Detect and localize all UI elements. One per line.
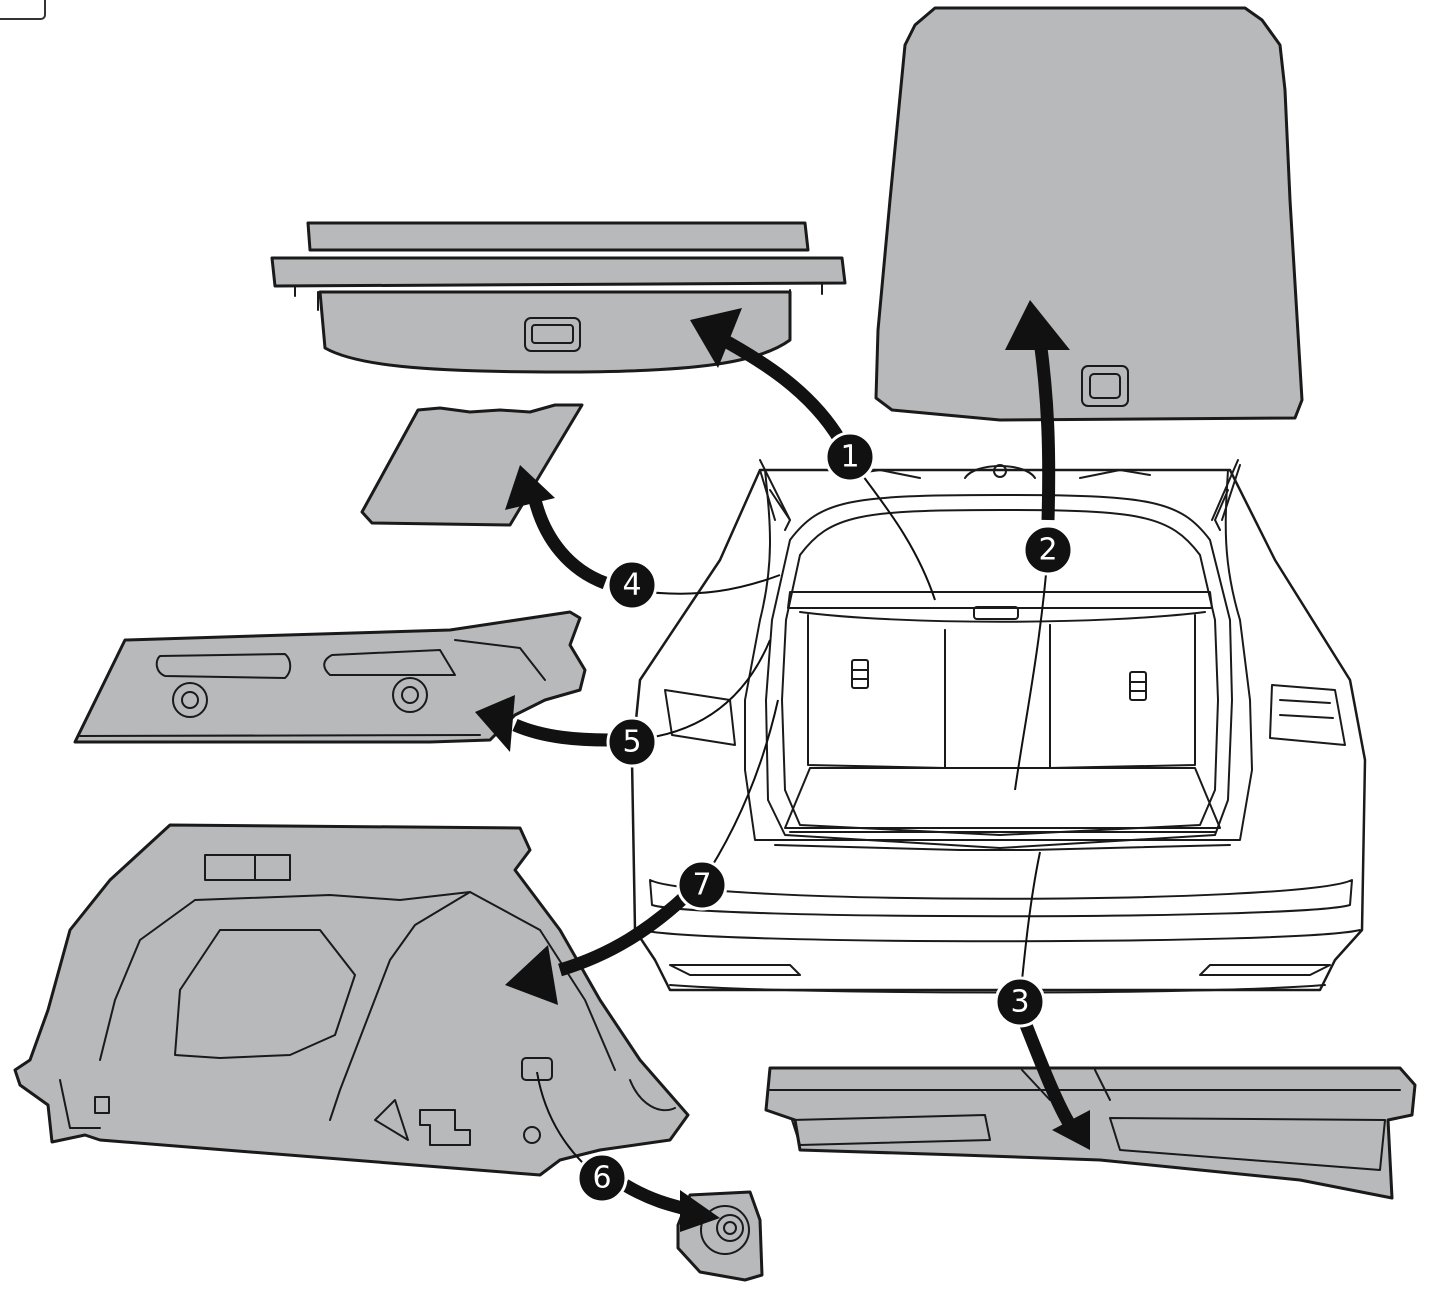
removal-arrows [475, 300, 1090, 1232]
callout-1: 1 [824, 431, 876, 483]
callout-5: 5 [606, 716, 658, 768]
callout-6-label: 6 [592, 1161, 611, 1196]
callout-3: 3 [994, 976, 1046, 1028]
callout-6: 6 [576, 1152, 628, 1204]
corner-frame-mark [0, 0, 46, 20]
callout-5-label: 5 [622, 725, 641, 760]
floor-cover-part [874, 6, 1304, 422]
vehicle-rear-view [630, 459, 1367, 994]
sill-trim-part [764, 1066, 1417, 1200]
pillar-trim-part [360, 403, 584, 527]
callout-1-label: 1 [840, 440, 859, 475]
luggage-cover-part [270, 221, 847, 374]
callout-7-label: 7 [692, 868, 711, 903]
callout-4-label: 4 [622, 568, 641, 603]
callout-2-label: 2 [1038, 533, 1057, 568]
callout-2: 2 [1022, 524, 1074, 576]
upper-side-trim-part [73, 610, 587, 744]
callout-4: 4 [606, 559, 658, 611]
callout-3-label: 3 [1010, 985, 1029, 1020]
side-panel-part [13, 823, 690, 1177]
callout-7: 7 [676, 859, 728, 911]
